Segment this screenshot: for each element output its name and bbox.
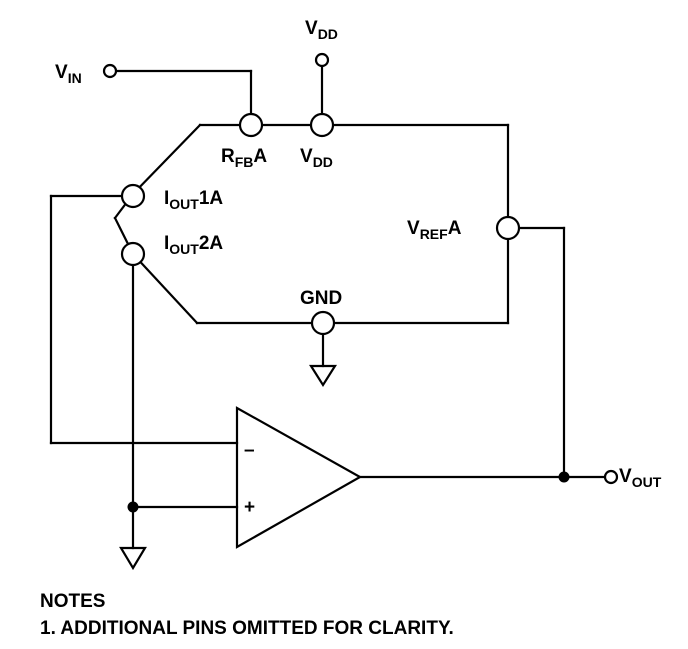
- vref-to-output-wire: [517, 226, 566, 479]
- pin-iout2: [120, 241, 146, 267]
- opamp-triangle: [235, 406, 363, 549]
- label-vref: VREFA: [407, 218, 462, 242]
- pin-vref: [495, 215, 521, 241]
- label-gnd: GND: [300, 288, 342, 309]
- pin-gnd: [310, 310, 336, 336]
- terminal-vout: [603, 469, 619, 485]
- dac-package-outline: [113, 123, 510, 325]
- label-iout2: IOUT2A: [164, 233, 223, 257]
- pin-iout1: [120, 183, 146, 209]
- opamp-minus-sign: –: [244, 440, 255, 461]
- junction-dot-noninv: [127, 501, 139, 513]
- opamp-plus-sign: +: [244, 497, 255, 518]
- terminal-vdd: [314, 52, 330, 68]
- ground-symbol-gnd: [309, 364, 337, 388]
- label-iout1: IOUT1A: [164, 188, 223, 212]
- iout1-to-inverting-wire: [49, 194, 239, 445]
- vin-wire: [115, 69, 253, 116]
- notes-title: NOTES: [40, 591, 106, 612]
- note-item-1: 1. ADDITIONAL PINS OMITTED FOR CLARITY.: [40, 618, 454, 639]
- junction-dot-output: [558, 471, 570, 483]
- pin-rfb: [238, 112, 264, 138]
- iout2-to-ground-wire: [131, 263, 239, 550]
- pin-vdd: [309, 112, 335, 138]
- label-vdd-pin: VDD: [300, 146, 333, 170]
- ground-symbol-noninv: [119, 546, 147, 571]
- terminal-vin: [102, 63, 118, 79]
- label-vin: VIN: [55, 62, 82, 86]
- label-rfb: RFBA: [221, 146, 267, 170]
- label-vdd-top: VDD: [305, 18, 338, 42]
- label-vout: VOUT: [619, 466, 662, 490]
- notes-block: NOTES 1. ADDITIONAL PINS OMITTED FOR CLA…: [40, 588, 454, 642]
